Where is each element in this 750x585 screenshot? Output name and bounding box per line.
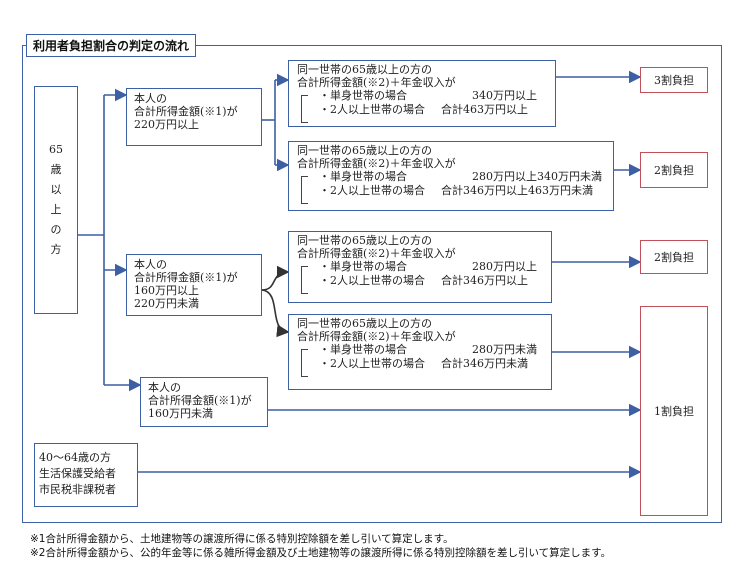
multi-household-label: ・2人以上世帯の場合 <box>319 103 425 116</box>
connector-n2-c3 <box>261 265 290 291</box>
diagram-title: 利用者負担割合の判定の流れ <box>26 34 197 57</box>
condition-box-3: 同一世帯の65歳以上の方の 合計所得金額(※2)＋年金収入が ・単身世帯の場合 2… <box>288 231 552 303</box>
footnote-1: ※1合計所得金額から、土地建物等の譲渡所得に係る特別控除額を差し引いて算定します… <box>30 533 454 545</box>
condition-bracket <box>301 349 308 377</box>
single-household-label: ・単身世帯の場合 <box>319 170 407 183</box>
other-group-line: 市民税非課税者 <box>39 483 116 496</box>
multi-household-label: ・2人以上世帯の場合 <box>319 357 425 370</box>
multi-household-threshold: 合計346万円未満 <box>441 357 528 370</box>
age-65-char: 歳 <box>50 163 62 176</box>
condition-header-line: 同一世帯の65歳以上の方の <box>297 63 432 76</box>
node-line: 合計所得金額(※1)が <box>134 105 238 118</box>
condition-box-4: 同一世帯の65歳以上の方の 合計所得金額(※2)＋年金収入が ・単身世帯の場合 2… <box>288 314 552 390</box>
node-line: 160万円未満 <box>148 407 213 420</box>
condition-bracket <box>301 176 308 204</box>
node-line: 合計所得金額(※1)が <box>134 271 238 284</box>
condition-bracket <box>301 266 308 294</box>
single-household-threshold: 340万円以上 <box>472 89 537 102</box>
condition-header-line: 合計所得金額(※2)＋年金収入が <box>297 330 456 343</box>
result-2-wari-a: 2割負担 <box>640 152 708 188</box>
income-node-under-160: 本人の 合計所得金額(※1)が 160万円未満 <box>140 377 268 427</box>
income-node-220-plus: 本人の 合計所得金額(※1)が 220万円以上 <box>126 88 262 146</box>
multi-household-threshold: 合計346万円以上 <box>441 274 528 287</box>
other-group-line: 生活保護受給者 <box>39 467 116 480</box>
condition-box-1: 同一世帯の65歳以上の方の 合計所得金額(※2)＋年金収入が ・単身世帯の場合 3… <box>288 60 556 127</box>
age-65-char: 65 <box>49 143 63 156</box>
single-household-threshold: 280万円未満 <box>472 343 537 356</box>
condition-header-line: 同一世帯の65歳以上の方の <box>297 317 432 330</box>
multi-household-threshold: 合計463万円以上 <box>441 103 528 116</box>
multi-household-label: ・2人以上世帯の場合 <box>319 184 425 197</box>
diagram-frame <box>22 45 722 523</box>
multi-household-threshold: 合計346万円以上463万円未満 <box>441 184 593 197</box>
node-line: 220万円以上 <box>134 118 199 131</box>
condition-bracket <box>301 95 308 123</box>
age-65-char: 以 <box>50 183 62 196</box>
income-node-160-220: 本人の 合計所得金額(※1)が 160万円以上 220万円未満 <box>126 254 262 316</box>
footnotes: ※1合計所得金額から、土地建物等の譲渡所得に係る特別控除額を差し引いて算定します… <box>30 532 611 560</box>
condition-header-line: 合計所得金額(※2)＋年金収入が <box>297 76 456 89</box>
node-line: 160万円以上 <box>134 284 199 297</box>
connector-n2-c4 <box>261 289 290 338</box>
condition-header-line: 合計所得金額(※2)＋年金収入が <box>297 247 456 260</box>
result-1-wari: 1割負担 <box>640 306 708 516</box>
result-3-wari: 3割負担 <box>640 67 708 93</box>
single-household-label: ・単身世帯の場合 <box>319 260 407 273</box>
result-2-wari-b: 2割負担 <box>640 240 708 274</box>
multi-household-label: ・2人以上世帯の場合 <box>319 274 425 287</box>
age-65-char: 上 <box>50 203 62 216</box>
condition-header-line: 同一世帯の65歳以上の方の <box>297 234 432 247</box>
node-line: 本人の <box>134 92 167 105</box>
node-line: 合計所得金額(※1)が <box>148 394 252 407</box>
single-household-label: ・単身世帯の場合 <box>319 89 407 102</box>
age-65-char: 方 <box>50 243 62 256</box>
node-line: 本人の <box>148 381 181 394</box>
single-household-threshold: 280万円以上340万円未満 <box>472 170 602 183</box>
condition-header-line: 同一世帯の65歳以上の方の <box>297 144 432 157</box>
single-household-label: ・単身世帯の場合 <box>319 343 407 356</box>
single-household-threshold: 280万円以上 <box>472 260 537 273</box>
age-65-plus-box: 65 歳 以 上 の 方 <box>34 86 78 314</box>
footnote-2: ※2合計所得金額から、公的年金等に係る雑所得金額及び土地建物等の譲渡所得に係る特… <box>30 547 612 559</box>
condition-box-2: 同一世帯の65歳以上の方の 合計所得金額(※2)＋年金収入が ・単身世帯の場合 2… <box>288 141 614 211</box>
other-group-box: 40〜64歳の方 生活保護受給者 市民税非課税者 <box>34 443 138 507</box>
age-65-char: の <box>50 223 62 236</box>
other-group-line: 40〜64歳の方 <box>39 451 111 464</box>
condition-header-line: 合計所得金額(※2)＋年金収入が <box>297 157 456 170</box>
node-line: 本人の <box>134 258 167 271</box>
node-line: 220万円未満 <box>134 297 199 310</box>
